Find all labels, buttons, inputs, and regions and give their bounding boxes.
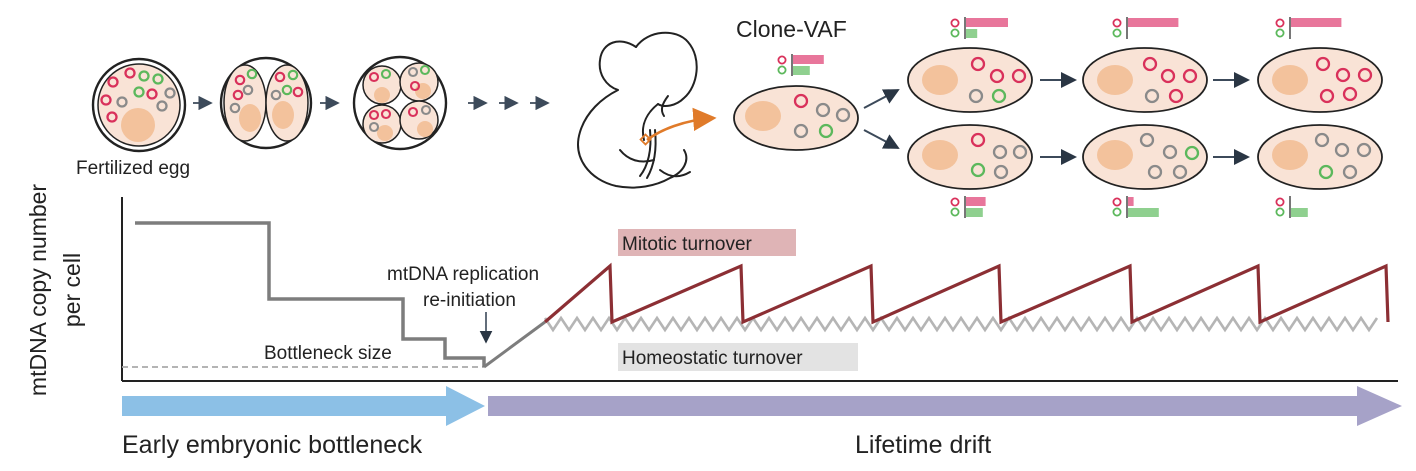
mitotic-turnover-label: Mitotic turnover <box>622 234 753 255</box>
lifetime-phase-arrow <box>488 386 1402 426</box>
homeostatic-label-bg <box>618 343 858 371</box>
red-vaf-bar <box>1128 197 1134 206</box>
lower-vaf-bars-3 <box>1275 196 1308 218</box>
green-vaf-bar <box>793 66 810 75</box>
red-mito-icon <box>950 18 960 28</box>
fertilized-egg-label: Fertilized egg <box>76 158 190 179</box>
green-mito-icon <box>950 207 960 217</box>
y-axis-label-line2: per cell <box>59 253 85 327</box>
green-vaf-bar <box>966 208 983 217</box>
replication-label-line2: re-initiation <box>423 290 516 311</box>
green-vaf-bar <box>966 29 978 38</box>
red-mito-icon <box>1112 197 1122 207</box>
clone-vaf-bars <box>777 17 1342 218</box>
early-phase-arrow <box>122 386 485 426</box>
green-mito-icon <box>950 28 960 38</box>
red-vaf-bar <box>1291 18 1342 27</box>
green-mito-icon <box>1275 207 1285 217</box>
red-vaf-bar <box>966 18 1008 27</box>
four-cell-embryo <box>352 55 448 151</box>
green-mito-icon <box>1275 28 1285 38</box>
green-vaf-bar <box>1128 208 1159 217</box>
upper-vaf-bars-2 <box>1112 17 1179 39</box>
homeostatic-turnover-label: Homeostatic turnover <box>622 348 803 369</box>
green-mito-icon <box>1112 28 1122 38</box>
replication-label-line1: mtDNA replication <box>387 264 539 285</box>
lower-lineage <box>907 124 1383 190</box>
bottleneck-size-label: Bottleneck size <box>264 343 392 364</box>
mitotic-turnover-line <box>543 262 1390 325</box>
green-mito-icon <box>1112 207 1122 217</box>
y-axis-label-line1: mtDNA copy number <box>25 184 51 397</box>
upper-vaf-bars-1 <box>950 17 1008 39</box>
homeostatic-turnover-line <box>543 315 1379 333</box>
mitotic-label-bg <box>618 229 796 256</box>
two-cell-embryo <box>219 56 313 150</box>
fetus-icon <box>577 31 698 189</box>
red-vaf-bar <box>793 55 824 64</box>
founder-cell <box>733 85 859 151</box>
green-mito-icon <box>777 65 787 75</box>
lifetime-phase-label: Lifetime drift <box>855 431 991 459</box>
upper-vaf-bars-3 <box>1275 17 1342 39</box>
clone-vaf-label: Clone-VAF <box>736 16 847 42</box>
red-mito-icon <box>950 197 960 207</box>
lower-vaf-bars-2 <box>1112 196 1159 218</box>
early-phase-label: Early embryonic bottleneck <box>122 431 423 459</box>
replication-ramp <box>483 320 546 369</box>
red-mito-icon <box>1112 18 1122 28</box>
fertilized-egg <box>91 57 187 153</box>
lower-vaf-bars-1 <box>950 196 986 218</box>
embryonic-copy-number-line <box>135 221 486 367</box>
red-vaf-bar <box>1128 18 1179 27</box>
sampling-arrow <box>646 107 717 142</box>
red-mito-icon <box>777 55 787 65</box>
founder-vaf-bars <box>777 54 824 76</box>
upper-lineage <box>907 47 1383 113</box>
red-mito-icon <box>1275 197 1285 207</box>
red-vaf-bar <box>966 197 986 206</box>
green-vaf-bar <box>1291 208 1308 217</box>
red-mito-icon <box>1275 18 1285 28</box>
